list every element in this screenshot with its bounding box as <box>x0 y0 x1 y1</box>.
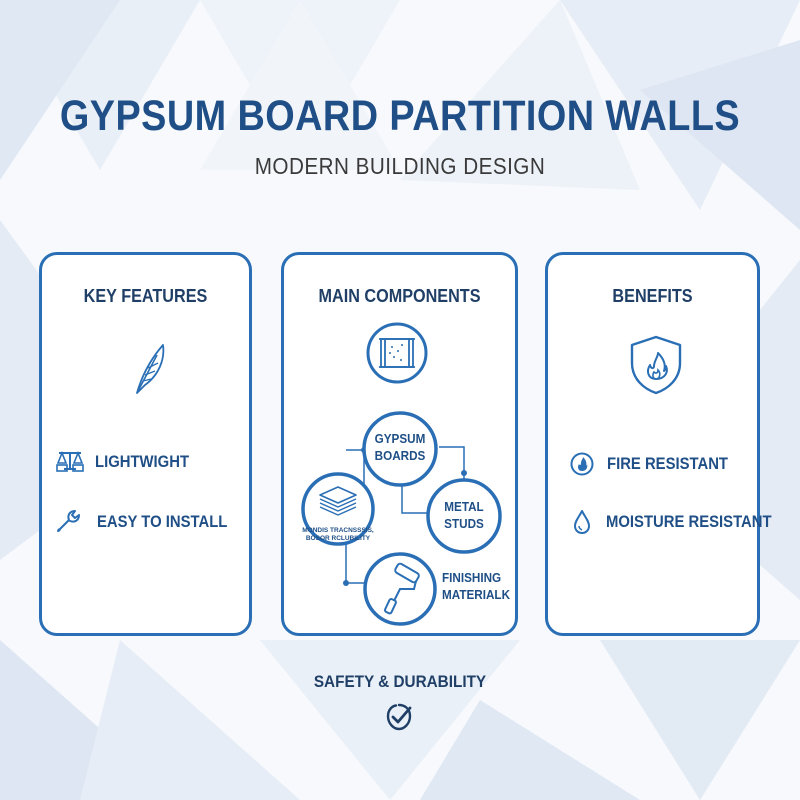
feature-item-lightweight: LIGHTWIGHT <box>55 450 199 473</box>
footer-label: SAFETY & DURABILITY <box>313 672 487 691</box>
benefit-item-moisture: MOISTURE RESISTANT <box>572 509 790 535</box>
balance-scale-icon <box>56 450 84 472</box>
feature-label: EASY TO INSTALL <box>97 512 228 531</box>
gypsum-boards-label: GYPSUM BOARDS <box>374 431 426 463</box>
benefit-item-fire: FIRE RESISTANT <box>570 452 741 476</box>
metal-studs-label: METAL STUDS <box>444 499 484 531</box>
stacked-boards-icon <box>301 472 375 546</box>
checkmark-shield-icon <box>386 703 412 731</box>
benefit-label: MOISTURE RESISTANT <box>606 512 772 531</box>
fire-icon <box>570 452 594 476</box>
water-drop-icon <box>574 510 590 534</box>
fire-shield-icon <box>630 335 682 395</box>
benefits-card: BENEFITS FIRE RESISTANT MOISTURE RESISTA… <box>545 252 772 636</box>
key-features-title: KEY FEATURES <box>83 286 208 306</box>
wall-frame-icon <box>366 322 428 384</box>
feature-item-easy-install: EASY TO INSTALL <box>55 509 242 535</box>
benefits-title: BENEFITS <box>612 286 693 306</box>
page-title: GYPSUM BOARD PARTITION WALLS <box>59 92 741 140</box>
wrench-icon <box>57 510 80 532</box>
page-subtitle: MODERN BUILDING DESIGN <box>254 153 546 179</box>
paint-roller-icon <box>363 552 437 626</box>
key-features-card: KEY FEATURES LIGHTWIGHT EASY TO INSTALL <box>39 252 252 636</box>
stacked-boards-label: MONDIS TRACNSSSIS, BOSOR RCLUBILITY <box>302 527 374 542</box>
benefit-label: FIRE RESISTANT <box>607 454 729 473</box>
feather-icon <box>136 344 165 394</box>
finishing-material-label: FINISHING MATERIALK <box>442 570 511 602</box>
gypsum-boards-node <box>362 411 438 487</box>
metal-studs-node <box>426 478 502 554</box>
feature-label: LIGHTWIGHT <box>95 452 190 471</box>
main-components-card: MAIN COMPONENTS GYPSUM BOARDS METAL STUD… <box>281 252 518 636</box>
main-components-title: MAIN COMPONENTS <box>318 286 481 306</box>
